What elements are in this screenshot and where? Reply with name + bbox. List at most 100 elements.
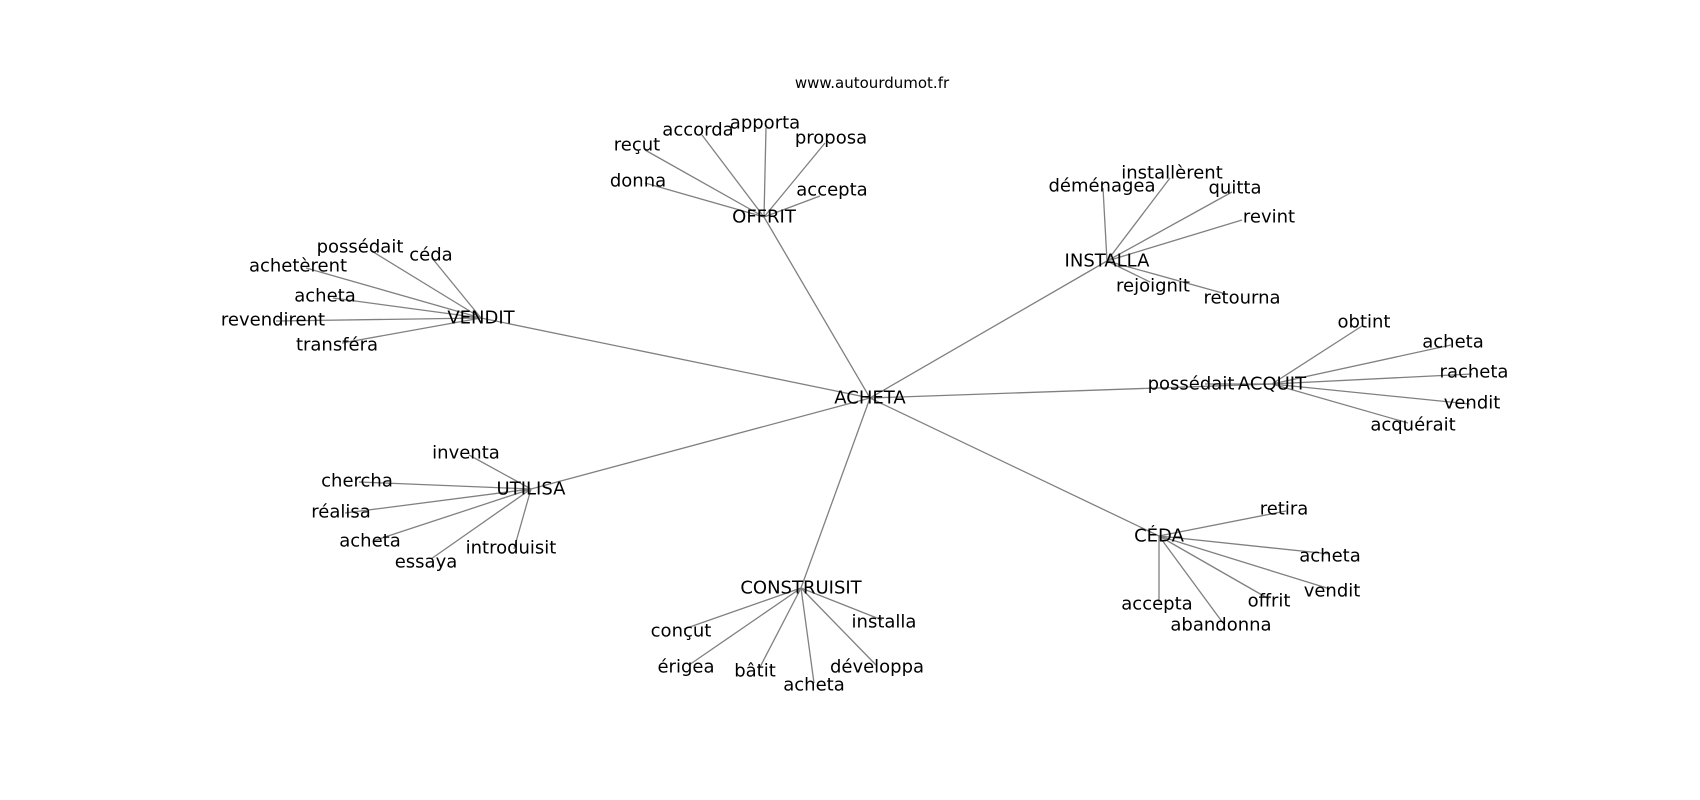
edge-cluster-to-child — [644, 149, 765, 218]
edge-cluster-to-child — [1271, 373, 1473, 385]
edge-cluster-to-child — [1106, 177, 1171, 262]
edge-cluster-to-child — [758, 587, 802, 670]
child-node: développa — [830, 657, 924, 678]
child-node: acheta — [339, 531, 401, 552]
child-node: possédait — [317, 237, 404, 258]
cluster-node: CONSTRUISIT — [740, 578, 862, 599]
child-node: retira — [1260, 499, 1309, 520]
child-node: reçut — [614, 135, 660, 156]
graph-labels: ACHETA OFFRIT donna reçutaccordaapportaprop… — [221, 113, 1509, 696]
child-node: érigea — [657, 657, 714, 678]
cluster-node: UTILISA — [497, 479, 567, 500]
child-node: racheta — [1440, 362, 1509, 383]
edge-cluster-to-child — [1158, 535, 1331, 555]
child-node: accepta — [1121, 594, 1192, 615]
edge-cluster-to-child — [644, 182, 765, 218]
edge-cluster-to-child — [763, 127, 767, 218]
edge-cluster-to-child — [372, 488, 532, 542]
child-node: acheta — [783, 675, 845, 696]
edge-cluster-to-child — [1158, 535, 1224, 624]
child-node: conçut — [651, 621, 712, 642]
child-node: possédait — [1148, 374, 1235, 395]
edge-cluster-to-child — [369, 249, 482, 319]
edge-cluster-to-child — [763, 142, 826, 218]
edge-cluster-to-child — [430, 488, 532, 560]
child-node: donna — [610, 171, 666, 192]
edge-cluster-to-child — [688, 587, 802, 666]
edge-cluster-to-child — [305, 267, 482, 319]
child-node: déménagea — [1048, 176, 1155, 197]
child-node: installèrent — [1121, 163, 1223, 184]
edge-cluster-to-child — [763, 195, 821, 218]
child-node: bâtit — [734, 661, 776, 682]
child-node: réalisa — [311, 502, 371, 523]
child-node: céda — [409, 245, 452, 266]
edge-cluster-to-child — [1102, 187, 1108, 262]
child-node: revendirent — [221, 310, 325, 331]
edge-cluster-to-child — [341, 317, 482, 344]
child-node: acquérait — [1370, 415, 1455, 436]
edge-center-to-cluster — [763, 216, 871, 399]
edge-cluster-to-child — [1106, 219, 1243, 262]
child-node: offrit — [1248, 591, 1291, 612]
edge-cluster-to-child — [275, 317, 482, 322]
child-node: abandonna — [1170, 615, 1271, 636]
child-node: rejoignit — [1116, 276, 1190, 297]
child-node: revint — [1243, 207, 1295, 228]
child-node: acheta — [294, 286, 356, 307]
edge-cluster-to-child — [1158, 535, 1331, 590]
cluster-node: OFFRIT — [732, 207, 797, 228]
edge-cluster-to-child — [1271, 383, 1471, 405]
edge-cluster-to-child — [701, 134, 765, 218]
graph-edges — [275, 127, 1473, 684]
child-node: achetèrent — [249, 256, 347, 277]
child-node: obtint — [1338, 312, 1391, 333]
child-node: acheta — [1422, 332, 1484, 353]
edge-center-to-cluster — [869, 397, 1160, 537]
edge-cluster-to-child — [1271, 344, 1452, 385]
cluster-node: VENDIT — [447, 308, 515, 329]
child-node: introduisit — [466, 538, 557, 559]
edge-center-to-cluster — [480, 317, 871, 399]
edge-cluster-to-child — [332, 297, 482, 319]
edge-cluster-to-child — [800, 587, 877, 666]
child-node: accorda — [662, 120, 733, 141]
edge-cluster-to-child — [800, 587, 815, 684]
child-node: vendit — [1444, 393, 1501, 414]
edge-cluster-to-child — [1271, 383, 1409, 424]
edge-cluster-to-child — [1106, 260, 1227, 295]
child-node: vendit — [1304, 581, 1361, 602]
child-node: acheta — [1299, 546, 1361, 567]
edge-center-to-cluster — [869, 260, 1108, 399]
child-node: essaya — [395, 552, 458, 573]
child-node: inventa — [432, 443, 500, 464]
child-node: quitta — [1209, 178, 1262, 199]
cluster-node: ACQUIT — [1238, 374, 1307, 395]
edge-cluster-to-child — [431, 257, 482, 319]
child-node: proposa — [795, 128, 867, 149]
child-node: apporta — [730, 113, 800, 134]
cluster-node: CÉDA — [1134, 525, 1184, 547]
edge-cluster-to-child — [468, 454, 532, 490]
edge-cluster-to-child — [513, 488, 532, 550]
edge-cluster-to-child — [800, 587, 883, 621]
child-node: retourna — [1203, 288, 1280, 309]
edge-center-to-cluster — [800, 397, 871, 589]
edge-cluster-to-child — [344, 488, 532, 514]
edge-cluster-to-child — [1158, 535, 1270, 600]
child-node: transféra — [296, 335, 378, 356]
edge-cluster-to-child — [1158, 510, 1287, 537]
edge-cluster-to-child — [683, 587, 802, 630]
source-url-label: www.autourdumot.fr — [795, 74, 950, 92]
cluster-node: INSTALLA — [1065, 251, 1151, 272]
edge-cluster-to-child — [1271, 325, 1363, 385]
edge-center-to-cluster — [869, 383, 1273, 399]
center-node: ACHETA — [834, 388, 906, 409]
child-node: chercha — [321, 471, 393, 492]
edge-cluster-to-child — [1106, 260, 1151, 283]
edge-center-to-cluster — [530, 397, 871, 490]
child-node: installa — [852, 612, 917, 633]
edge-cluster-to-child — [358, 481, 532, 490]
child-node: accepta — [796, 180, 867, 201]
